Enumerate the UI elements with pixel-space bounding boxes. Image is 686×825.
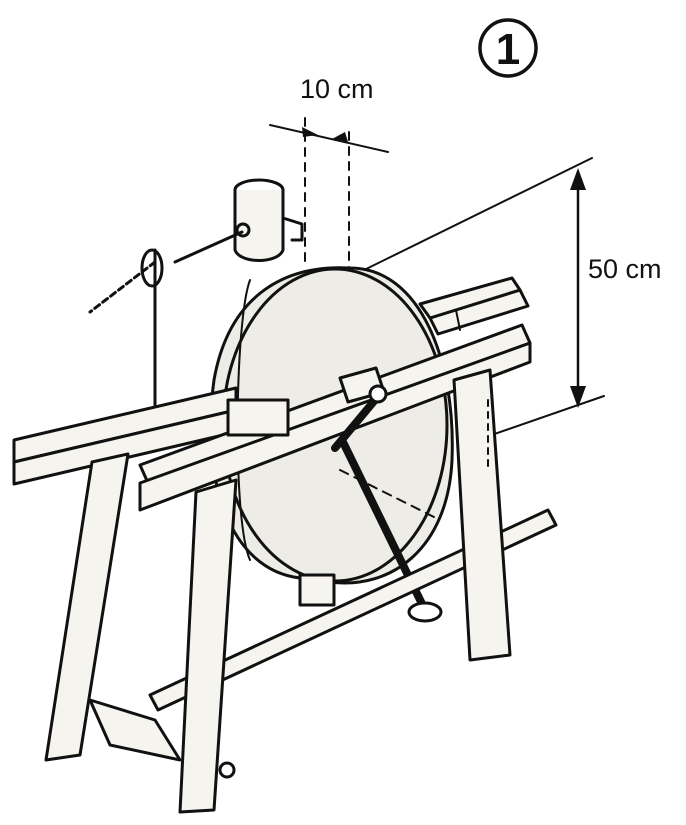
foot-treadle xyxy=(88,508,558,762)
legs xyxy=(44,368,512,814)
width-dimension: 10 cm xyxy=(269,74,389,269)
height-dimension-label: 50 cm xyxy=(588,254,662,284)
water-pot xyxy=(173,178,304,264)
rear-frame xyxy=(418,276,530,336)
figure-number-badge: 1 xyxy=(478,18,538,78)
height-dimension: 50 cm xyxy=(359,157,662,447)
front-beam xyxy=(138,323,532,512)
figure-number: 1 xyxy=(496,25,520,74)
width-dimension-label: 10 cm xyxy=(300,74,374,104)
